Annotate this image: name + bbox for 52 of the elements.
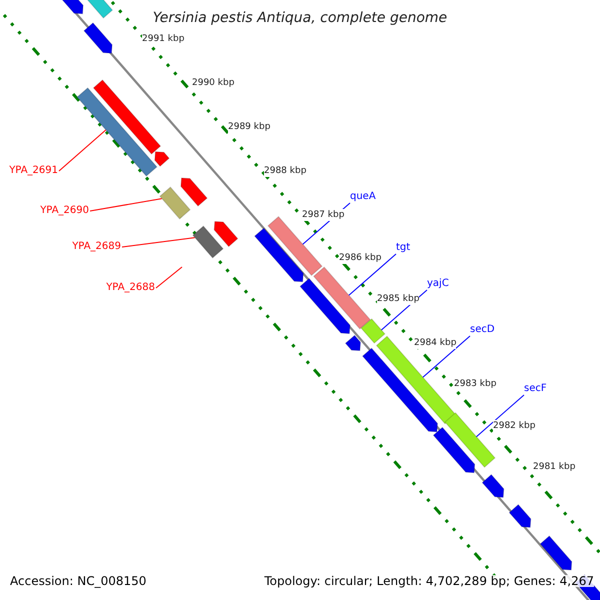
gene-bar	[86, 0, 114, 19]
scale-tick-label: 2991 kbp	[142, 33, 184, 45]
gene-block	[60, 0, 84, 14]
scale-tick-label: 2984 kbp	[414, 337, 456, 349]
gene-block	[154, 151, 170, 167]
gene-bar	[360, 318, 386, 344]
leader-line	[58, 129, 106, 172]
gene-label: YPA_2688	[106, 282, 155, 294]
scale-tick-label: 2990 kbp	[192, 77, 234, 89]
gene-bar	[159, 186, 191, 220]
leader-line	[476, 394, 524, 438]
gene-label: YPA_2689	[72, 241, 121, 253]
scale-tick-label: 2981 kbp	[533, 461, 576, 473]
leader-line	[90, 198, 162, 212]
gene-label: YPA_2690	[40, 205, 89, 217]
gene-block	[83, 22, 113, 54]
gene-label: queA	[350, 191, 376, 203]
gene-label: tgt	[396, 242, 410, 254]
gene-block	[299, 278, 351, 334]
gene-block	[540, 535, 572, 571]
leader-line	[122, 237, 196, 248]
gene-bar	[92, 79, 162, 155]
gene-label: YPA_2691	[9, 165, 58, 177]
gene-block	[344, 334, 362, 352]
gene-bar	[313, 266, 371, 330]
gene-label: secF	[524, 383, 547, 395]
scale-tick-label: 2988 kbp	[264, 165, 306, 177]
gene-block	[508, 504, 532, 528]
gene-block	[214, 220, 238, 248]
leader-line	[422, 336, 470, 378]
gene-block	[180, 177, 208, 207]
leader-line	[156, 266, 182, 288]
scale-tick-label: 2985 kbp	[377, 293, 420, 305]
gene-bar	[192, 225, 224, 259]
title: Yersinia pestis Antiqua, complete genome	[152, 10, 448, 26]
scale-tick-label: 2983 kbp	[454, 378, 496, 390]
gene-block	[482, 474, 504, 498]
gene-block	[254, 228, 304, 282]
footer-text: Accession: NC_008150	[10, 575, 146, 587]
gene-bar	[267, 216, 323, 276]
gene-label: secD	[470, 324, 495, 336]
gene-label: yajC	[427, 278, 449, 290]
gene-block	[432, 426, 476, 474]
gene-bar	[376, 336, 456, 424]
footer-text: Topology: circular; Length: 4,702,289 bp; Genes: 4,267	[264, 575, 594, 587]
gene-block	[362, 348, 438, 432]
scale-tick-label: 2986 kbp	[339, 252, 382, 264]
scale-tick-label: 2987 kbp	[302, 209, 344, 221]
gene-bar	[76, 87, 158, 177]
leader-line	[348, 254, 396, 296]
scale-tick-label: 2982 kbp	[493, 420, 536, 432]
scale-tick-label: 2989 kbp	[228, 121, 270, 133]
